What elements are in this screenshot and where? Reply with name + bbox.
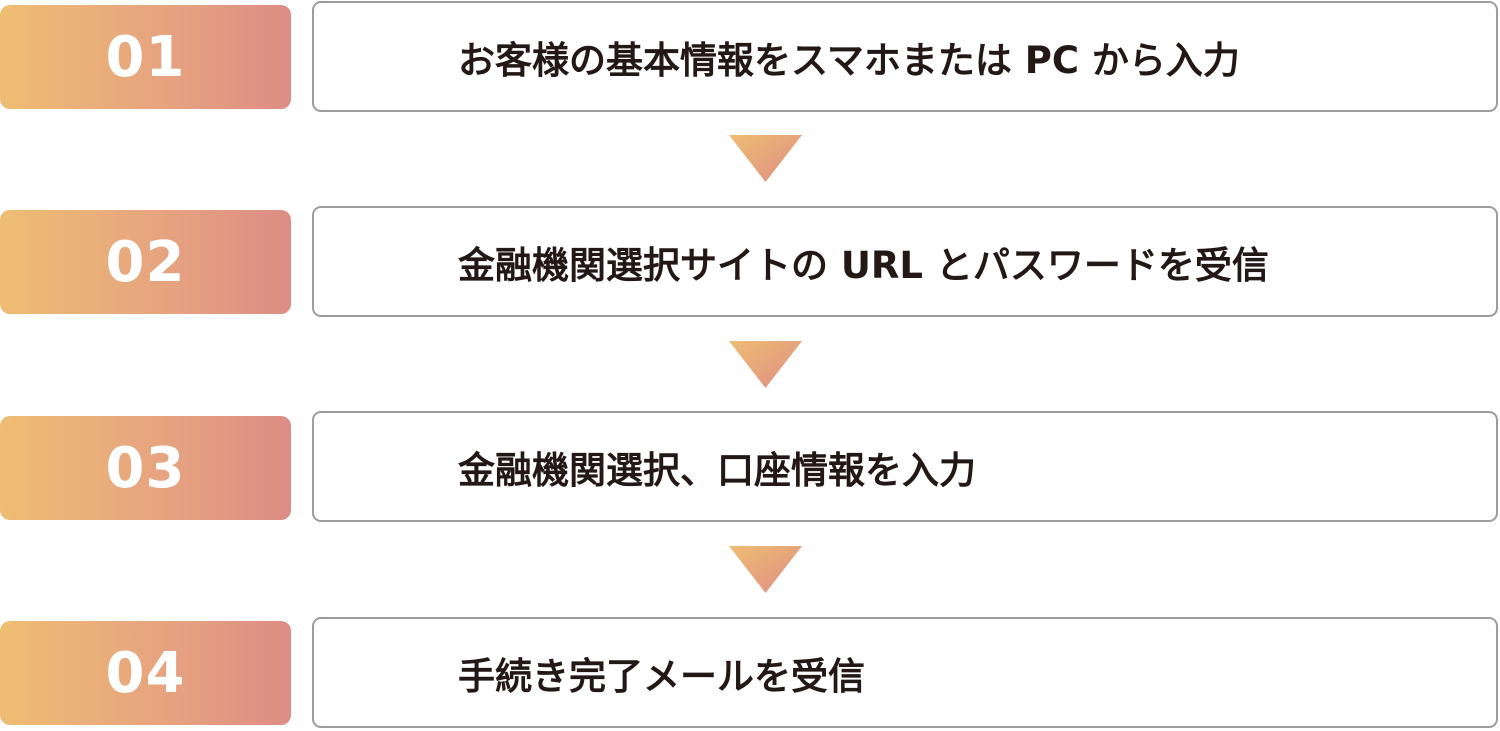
down-arrow-icon <box>729 135 802 182</box>
step-3-number-badge: 03 <box>0 416 291 520</box>
step-3-box: 金融機関選択、口座情報を入力 <box>312 411 1498 522</box>
step-2-number: 02 <box>105 229 186 295</box>
step-1-text: お客様の基本情報をスマホまたは PC から入力 <box>458 38 1240 82</box>
step-3-text: 金融機関選択、口座情報を入力 <box>458 448 976 492</box>
step-3-number: 03 <box>105 435 186 501</box>
step-2-number-badge: 02 <box>0 210 291 314</box>
step-1-number: 01 <box>105 24 186 90</box>
step-4-box: 手続き完了メールを受信 <box>312 617 1498 728</box>
step-2-text: 金融機関選択サイトの URL とパスワードを受信 <box>458 243 1269 287</box>
step-1-number-badge: 01 <box>0 5 291 109</box>
step-4-number: 04 <box>105 640 186 706</box>
step-1-box: お客様の基本情報をスマホまたは PC から入力 <box>312 1 1498 112</box>
down-arrow-icon <box>729 341 802 388</box>
step-4-number-badge: 04 <box>0 621 291 725</box>
step-4-text: 手続き完了メールを受信 <box>458 654 865 698</box>
down-arrow-icon <box>729 546 802 593</box>
step-2-box: 金融機関選択サイトの URL とパスワードを受信 <box>312 206 1498 317</box>
